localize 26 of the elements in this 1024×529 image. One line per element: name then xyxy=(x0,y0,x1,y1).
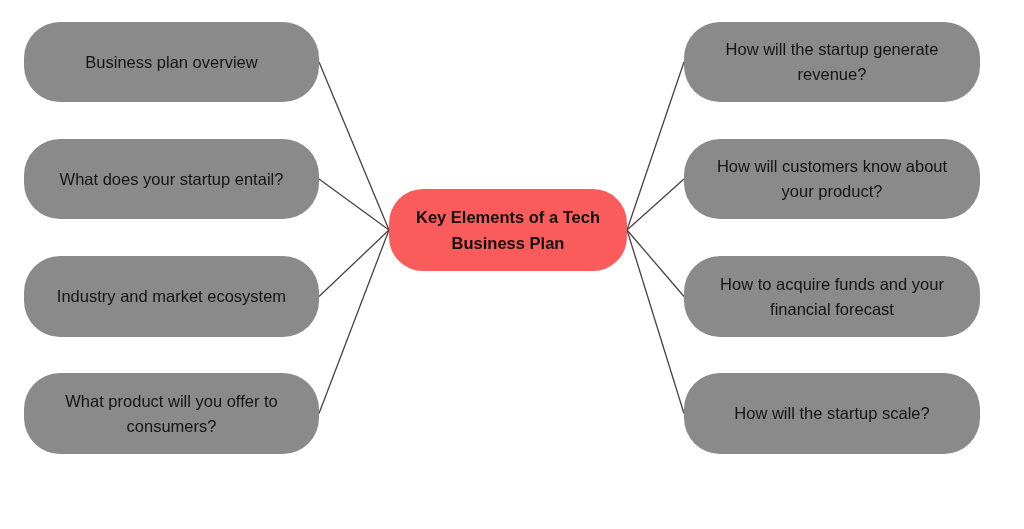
connector-line xyxy=(626,178,685,231)
topic-text: Industry and market ecosystem xyxy=(56,286,287,307)
connector-line xyxy=(318,178,390,231)
topic-text: What does your startup entail? xyxy=(59,168,284,190)
central-topic-pill xyxy=(389,189,627,271)
topic-pill xyxy=(24,256,319,337)
connector-line xyxy=(626,229,685,415)
topic-text: How to acquire funds and your financial forecast xyxy=(719,273,945,320)
topic-pill xyxy=(24,139,319,219)
central-topic-text: Key Elements of a Tech Business Plan xyxy=(415,207,601,254)
topic-text: Business plan overview xyxy=(85,51,258,73)
connector-line xyxy=(626,229,685,298)
topic-text: How will the startup generate revenue? xyxy=(724,39,940,85)
connector-line xyxy=(626,61,685,231)
topic-pill xyxy=(24,373,319,454)
connector-line xyxy=(318,229,390,298)
connector-line xyxy=(318,229,390,415)
connector-line xyxy=(318,61,390,231)
topic-pill xyxy=(24,22,319,102)
topic-text: How will the startup scale? xyxy=(734,403,930,424)
topic-pill xyxy=(684,373,980,454)
topic-pill xyxy=(684,256,980,337)
topic-text: What product will you offer to consumers? xyxy=(64,390,279,437)
topic-pill xyxy=(684,22,980,102)
topic-text: How will customers know about your product? xyxy=(715,156,949,202)
topic-pill xyxy=(684,139,980,219)
